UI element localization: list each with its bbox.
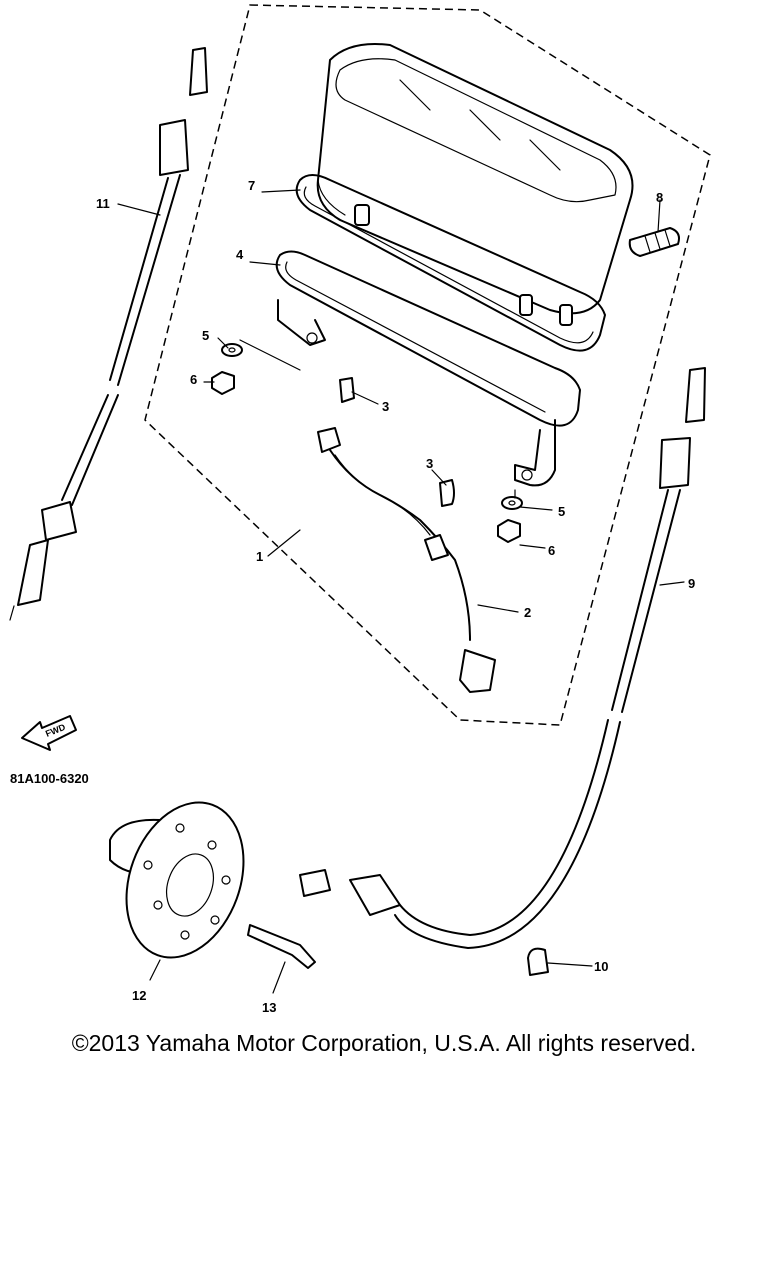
callout-3a: 3: [382, 399, 389, 414]
part-code: 81A100-6320: [10, 771, 89, 786]
gasket: [295, 174, 606, 352]
left-fasteners: [211, 339, 301, 395]
callout-13: 13: [262, 1000, 276, 1015]
exploded-parts-diagram: FWD 81A100-6320 1 2 3 3 4 5 5 6 6 7 8 9 …: [9, 4, 711, 1015]
callout-5a: 5: [202, 328, 209, 343]
callout-2: 2: [524, 605, 531, 620]
bracket: [275, 250, 581, 487]
callout-9: 9: [688, 576, 695, 591]
callout-5b: 5: [558, 504, 565, 519]
callout-1: 1: [256, 549, 263, 564]
reset-knob: [628, 227, 680, 257]
gear-unit: [109, 801, 245, 959]
callout-3b: 3: [426, 456, 433, 471]
callout-10: 10: [594, 959, 608, 974]
bulbs: [339, 377, 455, 507]
callout-4: 4: [236, 247, 244, 262]
right-fasteners: [497, 489, 523, 543]
cable-right: [299, 367, 706, 949]
callout-11: 11: [96, 196, 110, 211]
callout-12: 12: [132, 988, 146, 1003]
wire-harness: [317, 427, 496, 693]
callout-leaders: [117, 189, 685, 994]
assembly-boundary: [144, 4, 711, 726]
callout-6b: 6: [548, 543, 555, 558]
callout-7: 7: [248, 178, 255, 193]
callout-8: 8: [656, 190, 663, 205]
cable-clamp: [527, 947, 549, 976]
cable-left: [9, 47, 208, 621]
drive-pin: [247, 924, 316, 969]
copyright-notice: ©2013 Yamaha Motor Corporation, U.S.A. A…: [71, 1030, 697, 1056]
callout-6a: 6: [190, 372, 197, 387]
forward-arrow-icon: FWD: [21, 715, 77, 751]
meter-housing: [316, 43, 634, 326]
